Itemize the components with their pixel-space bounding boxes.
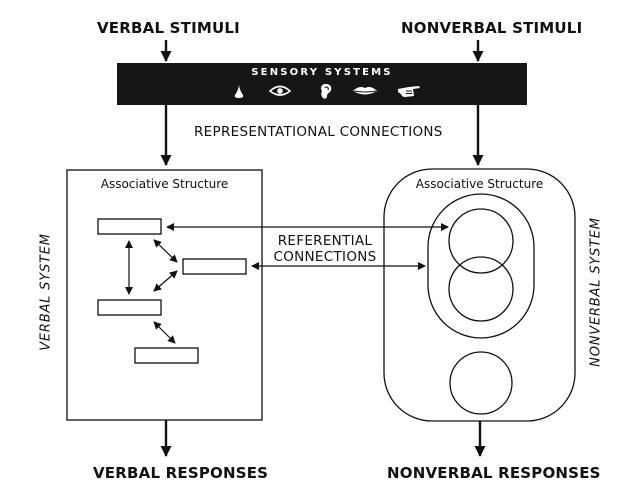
verbal-stimuli-label: VERBAL STIMULI: [97, 19, 240, 37]
verbal-system-box: [66, 169, 263, 421]
verbal-system-label: VERBAL SYSTEM: [38, 233, 54, 351]
hand-icon: [396, 82, 422, 100]
sensory-systems-bar: SENSORY SYSTEMS: [117, 63, 527, 105]
referential-label-line1: REFERENTIAL: [277, 233, 373, 249]
nonverbal-system-label: NONVERBAL SYSTEM: [588, 217, 604, 367]
nonverbal-system-box: [383, 168, 576, 422]
representational-connections-label: REPRESENTATIONAL CONNECTIONS: [194, 124, 443, 140]
ear-icon: [313, 82, 339, 100]
referential-label-line2: CONNECTIONS: [273, 249, 377, 265]
image-node-3: [449, 351, 513, 415]
verbal-assoc-arrow-3-4: [153, 321, 176, 344]
image-node-2: [448, 256, 514, 322]
mouth-icon: [352, 82, 378, 100]
verbal-responses-label: VERBAL RESPONSES: [93, 464, 269, 482]
nonverbal-associative-structure-label: Associative Structure: [415, 177, 544, 191]
verbal-node-2: [182, 258, 247, 275]
verbal-associative-structure-label: Associative Structure: [100, 177, 229, 191]
referential-connections-label: REFERENTIAL CONNECTIONS: [262, 233, 388, 265]
eye-icon: [267, 82, 293, 100]
nonverbal-associative-structure: [427, 193, 535, 339]
nonverbal-stimuli-label: NONVERBAL STIMULI: [401, 19, 583, 37]
verbal-node-1: [97, 218, 162, 235]
verbal-assoc-arrow-1-2: [153, 239, 178, 263]
nose-icon: [226, 82, 252, 100]
verbal-node-3: [97, 299, 162, 316]
nonverbal-responses-label: NONVERBAL RESPONSES: [387, 464, 601, 482]
verbal-node-4: [134, 347, 199, 364]
sensory-systems-title: SENSORY SYSTEMS: [251, 67, 393, 78]
image-node-1: [448, 208, 514, 274]
verbal-assoc-arrow-2-3: [153, 270, 178, 292]
